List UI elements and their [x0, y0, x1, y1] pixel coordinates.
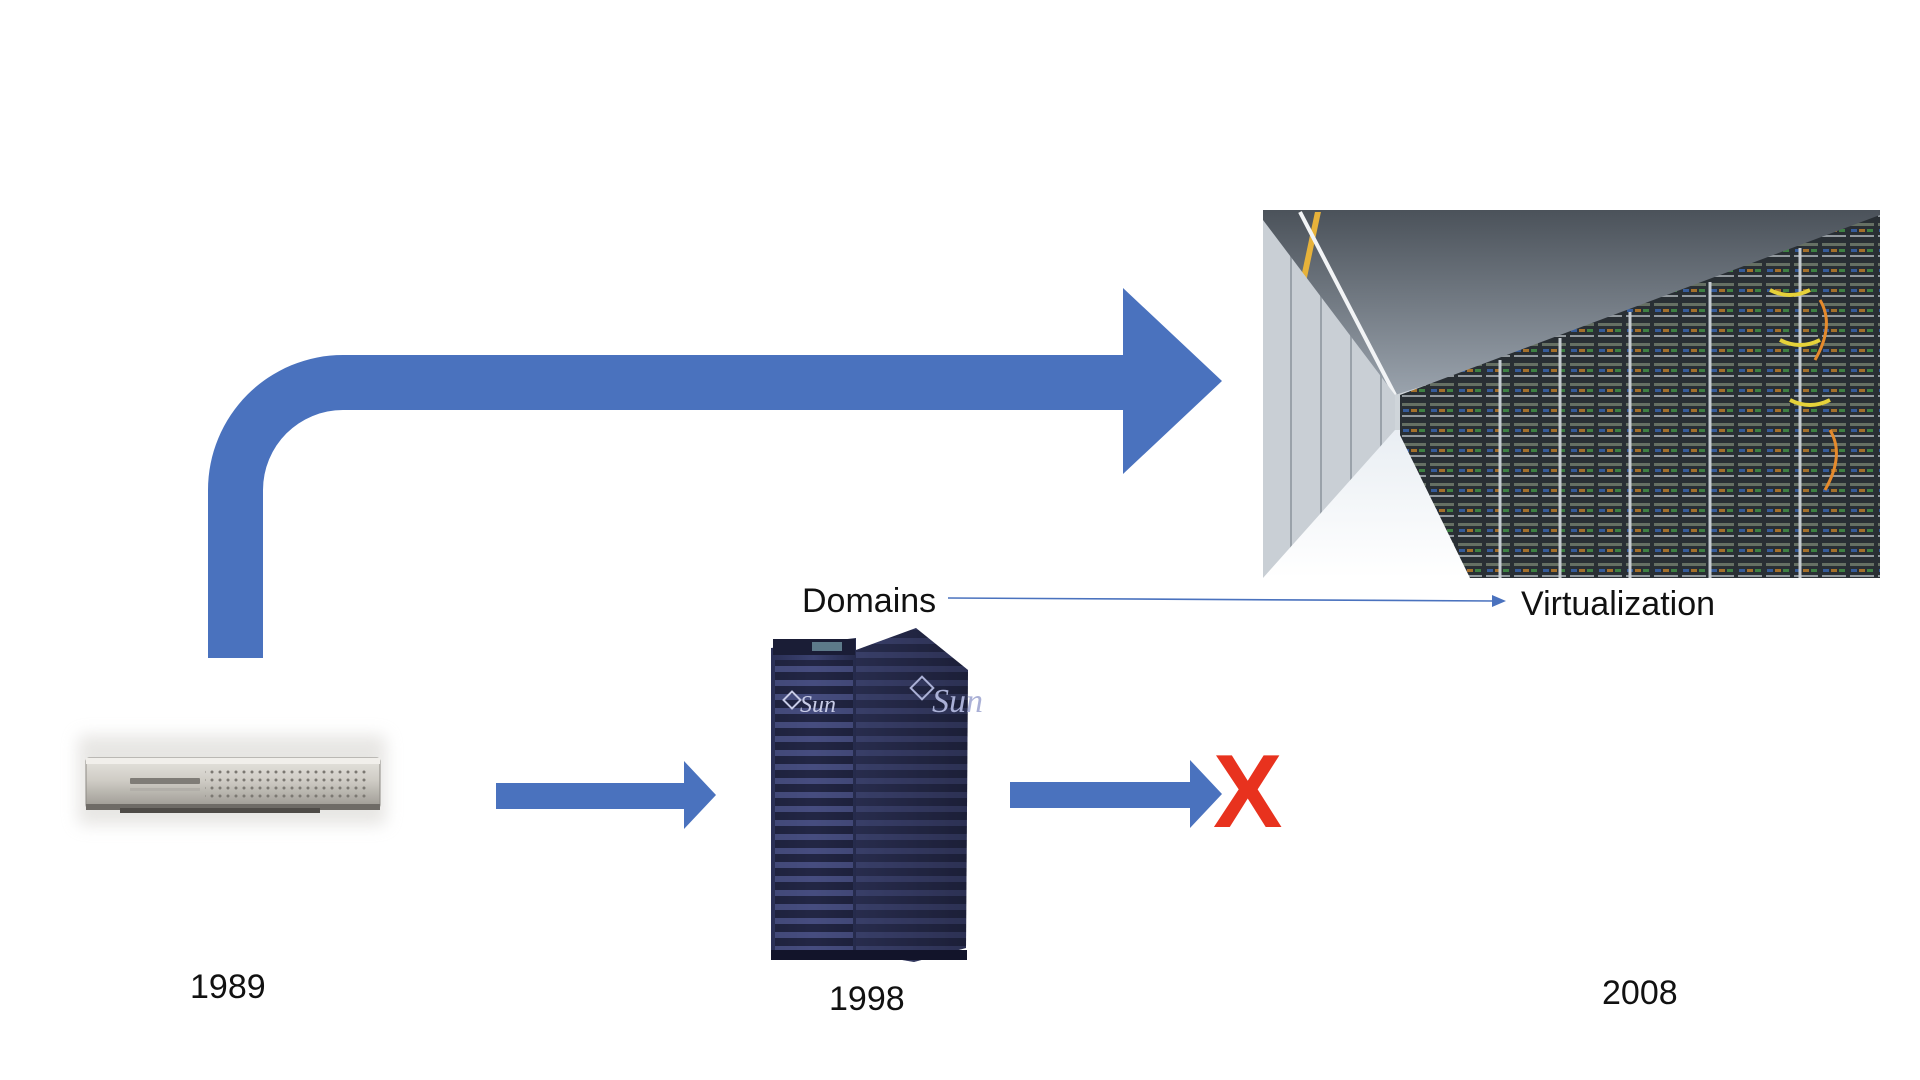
- tower-front-logo: Sun: [800, 692, 836, 718]
- arrow-1998-to-x: [1010, 760, 1222, 828]
- thin-arrow-head: [1492, 595, 1506, 607]
- year-label-1989: 1989: [190, 968, 266, 1006]
- thin-arrow-line: [947, 597, 1495, 602]
- domains-label: Domains: [802, 582, 937, 620]
- year-label-2008: 2008: [1602, 974, 1678, 1012]
- tower-side-logo: Sun: [932, 683, 983, 720]
- failure-x-mark: X: [1213, 734, 1283, 850]
- year-label-1998: 1998: [829, 980, 905, 1018]
- curved-arrow: [208, 288, 1222, 658]
- virtualization-label: Virtualization: [1521, 585, 1716, 623]
- arrow-1989-to-1998: [496, 761, 716, 829]
